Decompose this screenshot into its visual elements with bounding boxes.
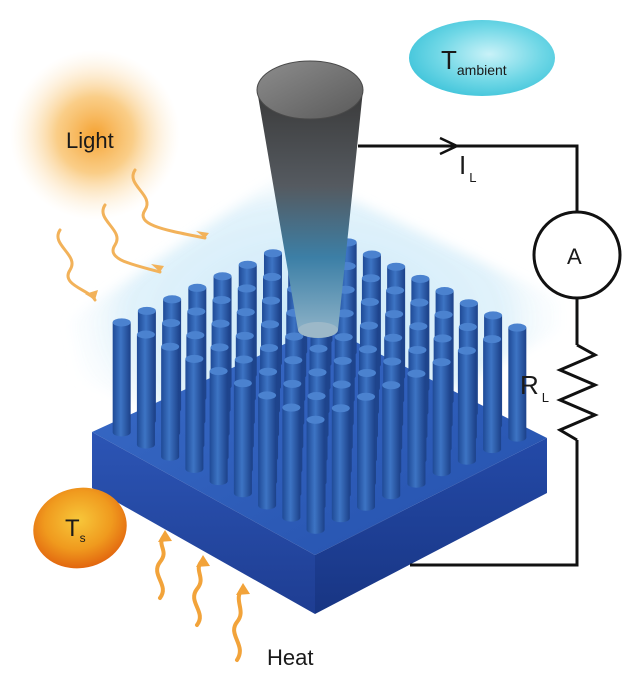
wire-top [358, 144, 579, 212]
nanopillar [457, 346, 476, 465]
nanopillar [331, 404, 350, 523]
light-source-glow [10, 50, 180, 220]
probe-tip [256, 60, 364, 338]
heat-arrowheads [158, 530, 250, 595]
current-subscript: L [469, 170, 477, 185]
current-symbol: I [459, 150, 467, 180]
nanopillar [112, 318, 131, 437]
nanopillar [258, 391, 277, 510]
substrate-right-side [315, 438, 547, 614]
ambient-temperature-label: Tambient [441, 45, 507, 78]
wire-bottom [410, 440, 579, 567]
nanopillar [432, 358, 451, 477]
nanopillar [282, 403, 301, 522]
heat-arrows [155, 533, 245, 662]
ambient-temperature-bubble [409, 20, 555, 96]
nanopillar [407, 369, 426, 488]
heat-label: Heat [267, 645, 314, 670]
surface-temperature-label: Ts [65, 515, 86, 545]
nanopillar [185, 354, 204, 473]
nanopillar [357, 392, 376, 511]
light-arrows [56, 168, 207, 302]
nanopillar-array [112, 226, 527, 534]
current-arrow [439, 136, 460, 156]
resistor-zigzag [556, 343, 599, 442]
nanopillar [508, 323, 527, 442]
ambient-symbol: T [441, 45, 457, 75]
nanopillar [382, 381, 401, 500]
nanopillar [136, 330, 155, 449]
ammeter-label: A [567, 244, 582, 269]
substrate-left-side [92, 432, 315, 614]
surface-temperature-bubble [33, 487, 127, 569]
nanopillar [306, 415, 325, 534]
light-arrowheads [85, 231, 209, 300]
surface-subscript: s [79, 531, 86, 545]
resistor-symbol: R [520, 370, 539, 400]
nanopillar [161, 342, 180, 461]
surface-symbol: T [65, 515, 80, 542]
nanopillar [233, 379, 252, 498]
nanopillar [483, 335, 502, 454]
light-label: Light [66, 128, 114, 153]
circuit [358, 136, 599, 567]
ammeter-circle [532, 210, 622, 300]
resistor-subscript: L [541, 390, 550, 405]
ambient-subscript: ambient [456, 62, 507, 78]
nanopillar [209, 367, 228, 486]
